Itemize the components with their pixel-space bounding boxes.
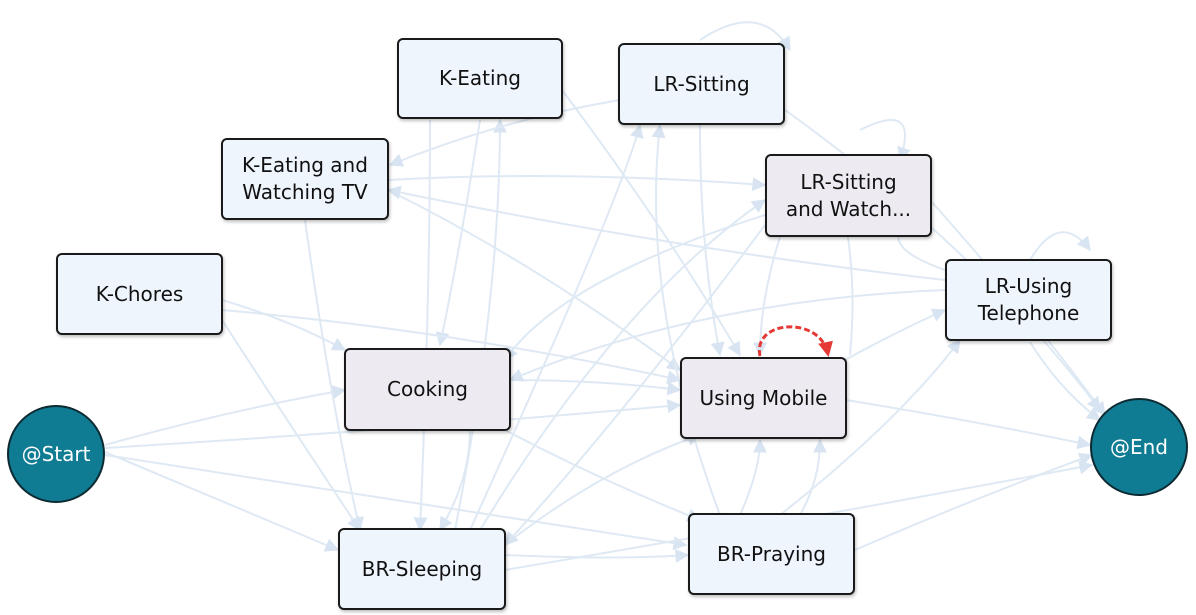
- node-label: @End: [1109, 435, 1168, 459]
- edge: [1029, 231, 1091, 261]
- node-label: LR-Sitting and Watch...: [785, 169, 912, 221]
- node-label: Using Mobile: [699, 385, 828, 410]
- edge: [504, 548, 690, 563]
- edge: [739, 438, 767, 516]
- edge: [779, 338, 961, 516]
- edge: [699, 21, 791, 52]
- node-br-praying[interactable]: BR-Praying: [688, 513, 855, 595]
- edge: [221, 319, 361, 532]
- node-lr-sitting-watch[interactable]: LR-Sitting and Watch...: [765, 154, 932, 237]
- node-k-eating-watching-tv[interactable]: K-Eating and Watching TV: [221, 138, 389, 220]
- edge: [859, 119, 911, 162]
- node-label: LR-Sitting: [653, 71, 750, 96]
- edge: [304, 219, 364, 532]
- node-lr-using-telephone[interactable]: LR-Using Telephone: [945, 259, 1112, 341]
- edge: [413, 119, 431, 532]
- edge: [844, 308, 947, 361]
- edge: [504, 432, 702, 546]
- edge: [387, 175, 767, 192]
- edge: [509, 379, 682, 396]
- edge: [504, 214, 766, 362]
- edge: [221, 309, 682, 385]
- node-lr-sitting[interactable]: LR-Sitting: [618, 43, 785, 125]
- edge: [104, 451, 340, 552]
- edge: [469, 123, 644, 531]
- edge: [439, 429, 471, 532]
- edge: [221, 299, 347, 351]
- edge: [845, 399, 1092, 450]
- node-start[interactable]: @Start: [7, 405, 105, 503]
- edge: [854, 452, 1094, 551]
- node-using-mobile[interactable]: Using Mobile: [680, 357, 847, 439]
- node-label: LR-Using Telephone: [977, 274, 1080, 325]
- node-label: @Start: [21, 442, 91, 466]
- node-k-chores[interactable]: K-Chores: [56, 253, 223, 335]
- edge: [1029, 341, 1102, 421]
- node-label: Cooking: [387, 377, 468, 401]
- node-cooking[interactable]: Cooking: [344, 348, 511, 431]
- edge: [388, 99, 621, 167]
- node-label: K-Eating: [439, 66, 521, 90]
- edge: [651, 123, 721, 516]
- self-loop-highlight: [757, 325, 833, 357]
- node-k-eating[interactable]: K-Eating: [397, 38, 563, 119]
- edge: [479, 199, 767, 531]
- edge: [504, 224, 766, 547]
- edge: [387, 189, 682, 371]
- edge: [699, 124, 725, 357]
- node-label: K-Chores: [95, 281, 184, 306]
- node-br-sleeping[interactable]: BR-Sleeping: [338, 528, 506, 610]
- node-end[interactable]: @End: [1090, 398, 1188, 496]
- edge: [386, 185, 946, 281]
- node-label: BR-Sleeping: [361, 556, 483, 581]
- edge: [504, 429, 702, 522]
- edge: [799, 438, 827, 516]
- edge: [104, 454, 688, 550]
- edge: [784, 109, 1101, 412]
- node-label: BR-Praying: [717, 541, 826, 566]
- edge: [435, 119, 481, 347]
- edge: [104, 385, 347, 446]
- edge: [454, 118, 507, 531]
- node-label: K-Eating and Watching TV: [242, 153, 368, 204]
